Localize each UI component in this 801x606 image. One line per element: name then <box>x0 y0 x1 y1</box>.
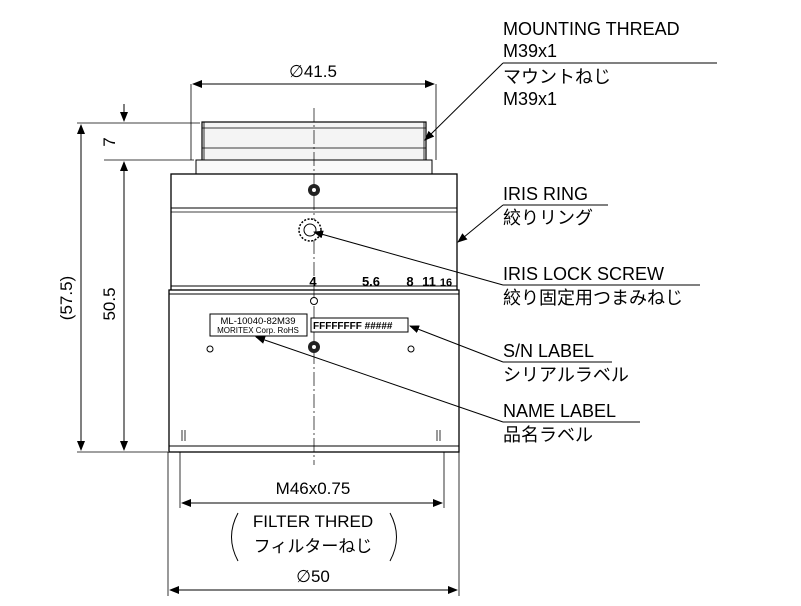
callout-mounting-thread-en: MOUNTING THREAD <box>503 19 680 39</box>
callout-mounting-thread-ja: マウントねじ <box>503 67 611 87</box>
iris-scale: 4 5.6 8 11 16 <box>309 274 452 289</box>
iris-scale-11: 11 <box>422 274 436 289</box>
iris-scale-8: 8 <box>406 274 413 289</box>
dim-filter-note-ja: フィルターねじ <box>254 537 373 556</box>
dim-left: 7 (57.5) 50.5 <box>57 104 200 453</box>
lens-body: 4 5.6 8 11 16 ML-10040-82M39 MORITEX Cor… <box>168 108 460 465</box>
callout-mounting-thread-spec1: M39x1 <box>503 41 557 61</box>
callout-mounting-thread-spec2: M39x1 <box>503 89 557 109</box>
name-label-line1: ML-10040-82M39 <box>221 316 296 327</box>
dim-thread-height-text: 7 <box>100 137 119 146</box>
callout-iris-ring: IRIS RING 絞りリング <box>457 184 608 243</box>
callout-iris-lock-screw-ja: 絞り固定用つまみねじ <box>503 288 683 308</box>
iris-scale-16: 16 <box>440 277 452 289</box>
dim-bottom-diameter-text: ∅50 <box>296 567 330 586</box>
dim-body-height-text: 50.5 <box>100 287 119 320</box>
callout-iris-lock-screw: IRIS LOCK SCREW 絞り固定用つまみねじ <box>313 230 700 308</box>
name-label-line2: MORITEX Corp. RoHS <box>217 326 299 335</box>
callout-name-label: NAME LABEL 品名ラベル <box>255 336 640 445</box>
callout-sn-label-ja: シリアルラベル <box>503 365 629 385</box>
callout-sn-label: S/N LABEL シリアルラベル <box>409 325 629 385</box>
dim-overall-height-text: (57.5) <box>57 276 76 320</box>
iris-scale-5-6: 5.6 <box>362 274 380 289</box>
dim-bottom-diameter: ∅50 <box>167 452 460 596</box>
callout-iris-ring-en: IRIS RING <box>503 184 588 204</box>
serial-label-text: FFFFFFFF ##### <box>313 321 393 332</box>
callout-sn-label-en: S/N LABEL <box>503 341 594 361</box>
dim-filter-thread: M46x0.75 FILTER THRED フィルターねじ <box>179 452 445 562</box>
name-label <box>209 313 308 337</box>
iris-scale-4: 4 <box>309 274 317 289</box>
dim-filter-thread-text: M46x0.75 <box>276 479 351 498</box>
serial-label <box>310 317 409 333</box>
dim-top-diameter-text: ∅41.5 <box>289 62 337 81</box>
callout-mounting-thread: MOUNTING THREAD M39x1 マウントねじ M39x1 <box>424 19 717 141</box>
callout-name-label-en: NAME LABEL <box>503 401 616 421</box>
callout-iris-lock-screw-en: IRIS LOCK SCREW <box>503 264 664 284</box>
callout-iris-ring-ja: 絞りリング <box>503 208 593 228</box>
callout-name-label-ja: 品名ラベル <box>503 425 593 445</box>
dim-filter-note-en: FILTER THRED <box>253 512 373 531</box>
dim-top-diameter: ∅41.5 <box>190 62 437 160</box>
